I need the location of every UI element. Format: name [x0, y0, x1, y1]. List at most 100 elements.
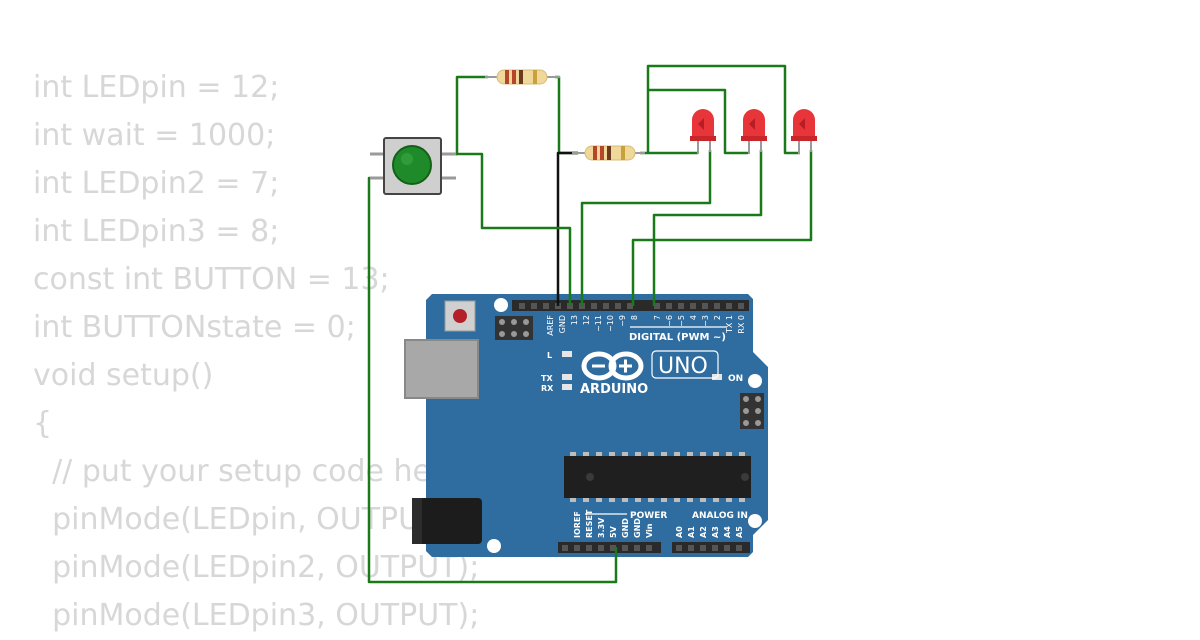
- digital-pin-label: AREF: [546, 315, 555, 336]
- digital-pin-label: ~10: [606, 315, 615, 332]
- microcontroller-chip: [564, 452, 751, 502]
- wire-led1-to-pin12: [580, 150, 712, 306]
- power-pin-label: 3.3V: [597, 517, 606, 538]
- code-line: {: [33, 406, 53, 441]
- wire-button-to-pin13: [443, 152, 572, 306]
- digital-pin-label: RX 0: [737, 315, 746, 334]
- power-jack: [412, 498, 482, 544]
- wire-gnd: [556, 151, 578, 306]
- power-pin-label: IOREF: [573, 511, 582, 538]
- power-jack-front: [412, 498, 422, 544]
- red-led[interactable]: [690, 109, 716, 154]
- pin-hole[interactable]: [688, 545, 694, 551]
- pin-hole[interactable]: [519, 303, 525, 309]
- pin-hole[interactable]: [603, 303, 609, 309]
- pin-hole[interactable]: [598, 545, 604, 551]
- pin-hole[interactable]: [702, 303, 708, 309]
- push-button[interactable]: [370, 137, 456, 195]
- digital-pin-label: ~3: [701, 315, 710, 327]
- code-listing: int LEDpin = 12; int wait = 1000; int LE…: [33, 64, 479, 640]
- analog-pin-label: A4: [723, 526, 732, 538]
- code-line: int BUTTONstate = 0;: [33, 310, 356, 345]
- tx-led-label: TX: [541, 374, 553, 383]
- pin-hole[interactable]: [714, 303, 720, 309]
- pin-hole[interactable]: [724, 545, 730, 551]
- wire-led3-to-pin8: [631, 150, 813, 306]
- arduino-infinity-icon: [581, 351, 644, 381]
- rx-led: [562, 384, 572, 390]
- digital-pin-label: 4: [689, 315, 698, 320]
- wire-resistor1-to-resistor2: [555, 75, 578, 155]
- pin-hole[interactable]: [543, 303, 549, 309]
- bottom-pin-holes: [562, 545, 742, 551]
- pin-hole[interactable]: [634, 545, 640, 551]
- pin-hole[interactable]: [700, 545, 706, 551]
- wires: [367, 64, 813, 584]
- mount-hole: [748, 374, 762, 388]
- code-line: pinMode(LEDpin3, OUTPUT);: [33, 598, 480, 633]
- digital-pin-label: TX 1: [725, 315, 734, 334]
- l-led: [562, 351, 572, 357]
- pin-hole[interactable]: [646, 545, 652, 551]
- digital-pin-label: 8: [630, 315, 639, 320]
- pin-hole[interactable]: [615, 303, 621, 309]
- pin-hole[interactable]: [562, 545, 568, 551]
- pin-hole[interactable]: [531, 303, 537, 309]
- analog-pin-label: A1: [687, 526, 696, 538]
- analog-pin-label: A2: [699, 526, 708, 538]
- power-pin-label: GND: [633, 518, 642, 538]
- wire-led-cathode-loop: [646, 64, 800, 155]
- code-line: pinMode(LEDpin2, OUTPUT);: [33, 550, 480, 585]
- power-pin-label: GND: [621, 518, 630, 538]
- pin-hole[interactable]: [738, 303, 744, 309]
- pin-hole[interactable]: [678, 303, 684, 309]
- icsp-header: [495, 316, 533, 340]
- digital-pin-label: 7: [653, 315, 662, 320]
- reset-button-base: [444, 300, 476, 332]
- pin-hole[interactable]: [676, 545, 682, 551]
- wire-led-cathode-loop2: [648, 88, 748, 155]
- reset-button[interactable]: [453, 309, 467, 323]
- pin-hole[interactable]: [586, 545, 592, 551]
- digital-pin-label: GND: [558, 315, 567, 333]
- pin-hole[interactable]: [622, 545, 628, 551]
- pin-hole[interactable]: [736, 545, 742, 551]
- uno-model-text: UNO: [658, 354, 708, 379]
- tx-led: [562, 374, 572, 380]
- mount-hole: [487, 539, 501, 553]
- pin-hole[interactable]: [627, 303, 633, 309]
- pin-hole[interactable]: [690, 303, 696, 309]
- code-line: int LEDpin3 = 8;: [33, 214, 280, 249]
- digital-pin-label: ~6: [665, 315, 674, 327]
- pin-hole[interactable]: [666, 303, 672, 309]
- pin-hole[interactable]: [610, 545, 616, 551]
- power-header: [558, 542, 661, 553]
- pin-hole[interactable]: [591, 303, 597, 309]
- wire-button-to-resistor1: [443, 75, 488, 156]
- pin-hole[interactable]: [712, 545, 718, 551]
- power-pin-label: 5V: [609, 525, 618, 538]
- uno-badge: [651, 350, 719, 379]
- arduino-logo-text: ARDUINO: [580, 382, 648, 397]
- resistor[interactable]: [485, 69, 560, 85]
- power-label: POWER: [630, 511, 667, 521]
- pin-hole[interactable]: [726, 303, 732, 309]
- pin-hole[interactable]: [574, 545, 580, 551]
- code-line: const int BUTTON = 13;: [33, 262, 390, 297]
- code-line: int LEDpin = 12;: [33, 70, 280, 105]
- digital-pin-label: 12: [582, 315, 591, 325]
- red-led[interactable]: [791, 109, 817, 154]
- digital-pin-label: 13: [570, 315, 579, 325]
- analog-pin-label: A5: [735, 526, 744, 538]
- analog-pin-label: A0: [675, 526, 684, 538]
- analog-pin-label: A3: [711, 526, 720, 538]
- digital-pin-label: ~11: [594, 315, 603, 332]
- power-pin-label: Vin: [645, 523, 654, 538]
- resistor[interactable]: [572, 145, 645, 161]
- pin-hole[interactable]: [654, 303, 660, 309]
- red-led[interactable]: [741, 109, 767, 154]
